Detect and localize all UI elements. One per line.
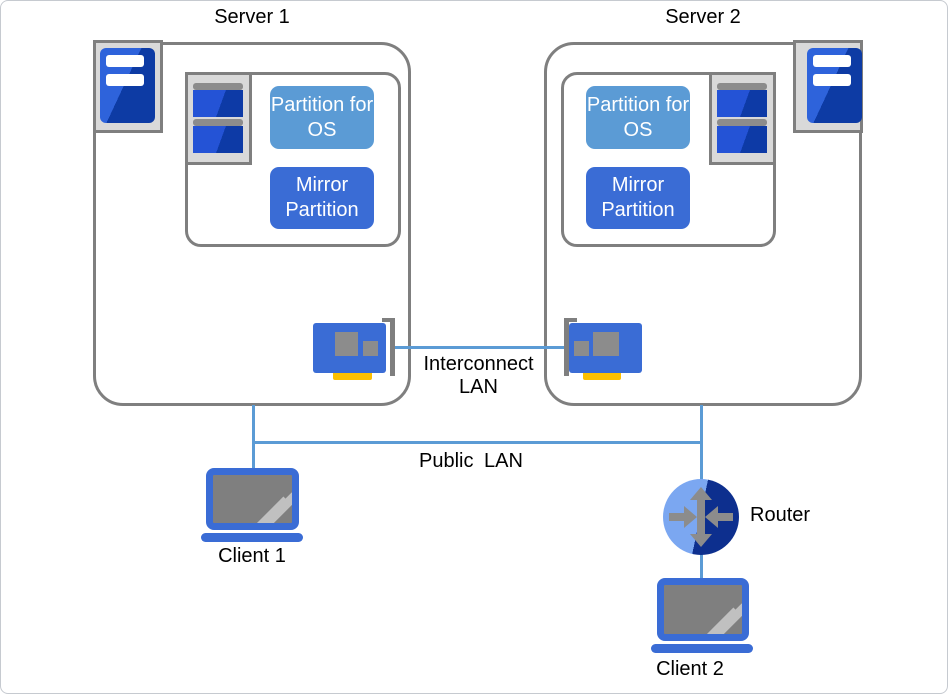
server1-tower-server-icon xyxy=(93,40,163,133)
tower-slot xyxy=(813,55,851,67)
client1-label: Client 1 xyxy=(218,545,286,567)
nic-connector xyxy=(583,371,621,380)
interconnect-lan-label: Interconnect LAN xyxy=(423,353,534,398)
disk-cap xyxy=(193,119,243,126)
server2-tower-server-icon xyxy=(793,40,863,133)
public-lan-label: Public LAN xyxy=(419,450,523,472)
tower-slot xyxy=(106,74,144,86)
nic-connector xyxy=(333,371,372,380)
disk-platter xyxy=(717,126,767,153)
server2-title: Server 2 xyxy=(665,6,741,28)
nic-chip xyxy=(574,341,589,356)
tower-body xyxy=(100,48,155,123)
server2-partition-for-os-box: Partition for OS xyxy=(586,86,690,149)
router-label: Router xyxy=(750,504,811,526)
client2-label: Client 2 xyxy=(656,658,724,680)
interconnect-lan-line xyxy=(392,346,565,349)
public-lan-line xyxy=(252,441,703,444)
server1-mirror-partition-box: Mirror Partition xyxy=(270,167,374,229)
tower-slot xyxy=(106,55,144,67)
nic-chip xyxy=(363,341,378,356)
server1-nic-icon xyxy=(313,323,386,373)
tower-body xyxy=(807,48,862,123)
nic-bracket-icon xyxy=(564,318,577,376)
disk-platter xyxy=(717,90,767,117)
server1-public-lan-drop-line xyxy=(252,405,255,469)
client2-laptop-icon xyxy=(657,578,749,641)
disk-cap xyxy=(717,119,767,126)
disk-platter xyxy=(193,126,243,153)
server2-mirror-partition-box: Mirror Partition xyxy=(586,167,690,229)
server1-partition-for-os-box: Partition for OS xyxy=(270,86,374,149)
disk-cap xyxy=(193,83,243,90)
server1-title: Server 1 xyxy=(214,6,290,28)
nic-bracket-icon xyxy=(382,318,395,376)
disk-cap xyxy=(717,83,767,90)
client2-laptop-base xyxy=(651,644,753,653)
router-arrows-icon xyxy=(669,487,733,547)
nic-chip xyxy=(593,332,619,356)
client1-laptop-base xyxy=(201,533,303,542)
nic-chip xyxy=(335,332,358,356)
server2-disk-stack-icon xyxy=(709,72,776,165)
server2-nic-icon xyxy=(569,323,642,373)
client1-laptop-icon xyxy=(206,468,299,530)
router-icon xyxy=(663,479,739,555)
server1-disk-stack-icon xyxy=(185,72,252,165)
tower-slot xyxy=(813,74,851,86)
disk-platter xyxy=(193,90,243,117)
